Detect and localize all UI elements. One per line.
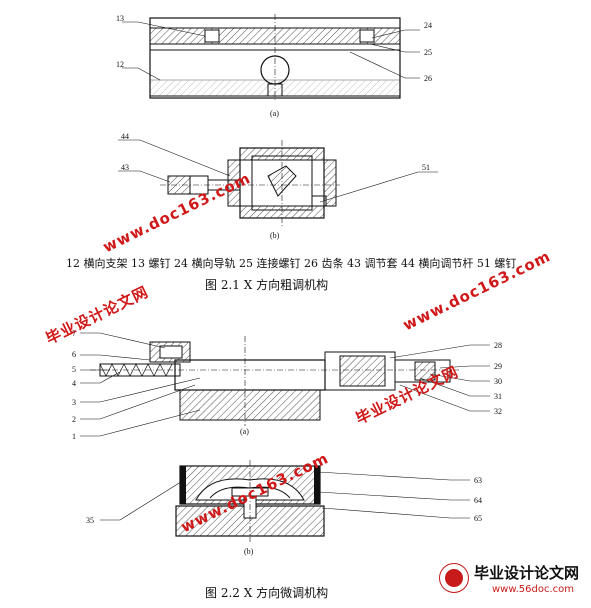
fig2a-label: 2 — [72, 415, 76, 424]
fig1b-drawing — [160, 140, 340, 226]
fig1-legend: 12 横向支架 13 螺钉 24 横向导轨 25 连接螺钉 26 齿条 43 调… — [66, 257, 517, 270]
fig1b-label: 44 — [121, 132, 129, 141]
fig2b-label: 35 — [86, 516, 94, 525]
fig1a-label: 13 — [116, 14, 124, 23]
fig2b-label: 64 — [474, 496, 482, 505]
fig2b-label: 63 — [474, 476, 482, 485]
logo-name: 毕业设计论文网 — [474, 564, 580, 582]
fig1b-leaders — [118, 139, 438, 203]
fig1a-drawing — [149, 14, 401, 102]
fig2a-label: 3 — [72, 398, 76, 407]
fig2a-sublabel: (a) — [240, 427, 249, 436]
fig2b-sublabel: (b) — [244, 547, 254, 556]
fig1a-label: 24 — [424, 21, 432, 30]
fig2a-label: 32 — [494, 407, 502, 416]
fig2a-label: 31 — [494, 392, 502, 401]
fig1b-label: 51 — [422, 163, 430, 172]
fig2a-label: 30 — [494, 377, 502, 386]
fig1a-sublabel: (a) — [270, 109, 279, 118]
fig2a-label: 5 — [72, 365, 76, 374]
logo-url: www.56doc.com — [492, 584, 575, 595]
fig2a-label: 6 — [72, 350, 76, 359]
fig1a-label: 12 — [116, 60, 124, 69]
fig2a-label: 29 — [494, 362, 502, 371]
fig1b-label: 43 — [121, 163, 129, 172]
fig2-caption: 图 2.2 X 方向微调机构 — [205, 586, 329, 600]
fig2b-drawing — [175, 460, 325, 542]
fig2a-label: 1 — [72, 432, 76, 441]
fig2a-label: 7 — [72, 329, 76, 338]
fig2b-leaders — [100, 471, 470, 521]
fig2a-label: 4 — [72, 379, 76, 388]
fig1-caption: 图 2.1 X 方向粗调机构 — [205, 278, 329, 292]
fig1a-label: 26 — [424, 74, 432, 83]
fig2a-drawing — [90, 336, 460, 426]
site-logo: 毕业设计论文网 www.56doc.com — [440, 560, 586, 604]
fig1b-sublabel: (b) — [270, 231, 280, 240]
fig1a-leaders — [122, 21, 420, 81]
fig2a-label: 28 — [494, 341, 502, 350]
fig1a-label: 25 — [424, 48, 432, 57]
fig2a-leaders — [80, 332, 490, 437]
fig2b-label: 65 — [474, 514, 482, 523]
logo-mark-icon — [440, 564, 468, 592]
